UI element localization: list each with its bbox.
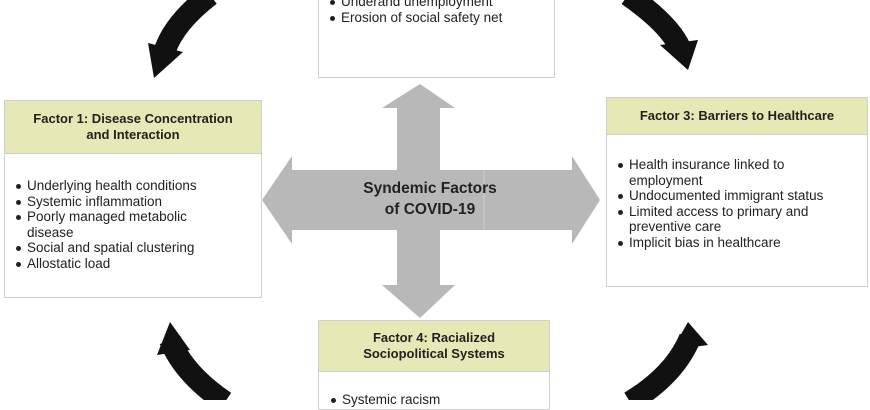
- factor3-item: Undocumented immigrant status: [617, 188, 847, 204]
- factor2-box: Underand unemployment Erosion of social …: [318, 0, 555, 78]
- syndemic-diagram: Underand unemployment Erosion of social …: [4, 0, 868, 410]
- factor1-item: Allostatic load: [15, 256, 255, 272]
- factor1-list: Underlying health conditions Systemic in…: [15, 178, 255, 272]
- factor1-item: Poorly managed metabolic disease: [15, 209, 232, 240]
- arrowhead-top-left: [148, 43, 183, 78]
- factor1-header: Factor 1: Disease Concentration and Inte…: [4, 100, 262, 154]
- factor3-item: Implicit bias in healthcare: [617, 235, 847, 251]
- factor1-item: Underlying health conditions: [15, 178, 255, 194]
- factor3-item: Health insurance linked to employment: [617, 157, 829, 188]
- factor2-list: Underand unemployment Erosion of social …: [329, 0, 549, 25]
- factor1-title: Factor 1: Disease Concentration and Inte…: [33, 111, 233, 142]
- factor3-header: Factor 3: Barriers to Healthcare: [606, 97, 868, 135]
- arrowhead-bottom-left: [157, 322, 190, 355]
- factor2-item: Erosion of social safety net: [329, 10, 549, 26]
- center-label: Syndemic Factors of COVID-19: [363, 180, 497, 218]
- factor4-title: Factor 4: Racialized Sociopolitical Syst…: [363, 330, 505, 361]
- factor3-title: Factor 3: Barriers to Healthcare: [639, 108, 835, 123]
- factor3-list: Health insurance linked to employment Un…: [617, 157, 847, 251]
- factor1-item: Social and spatial clustering: [15, 240, 255, 256]
- cycle-arrow-top-right: [621, 0, 691, 54]
- factor2-item: Underand unemployment: [329, 0, 549, 10]
- factor3-item: Limited access to primary and preventive…: [617, 204, 839, 235]
- cycle-arrow-top-left: [154, 0, 217, 55]
- diagram-graphics: [148, 0, 708, 400]
- arrowhead-bottom-right: [672, 322, 708, 350]
- factor4-header: Factor 4: Racialized Sociopolitical Syst…: [318, 320, 550, 372]
- arrowhead-top-right: [660, 40, 698, 70]
- factor1-item: Systemic inflammation: [15, 194, 255, 210]
- cross-arrow-vertical: [382, 84, 455, 318]
